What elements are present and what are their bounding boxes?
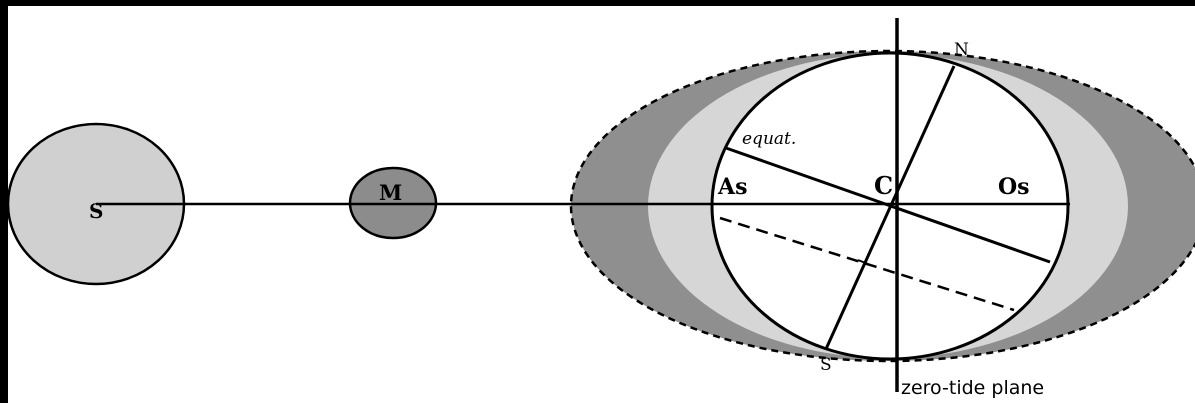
zero-tide-plane-label: zero-tide plane <box>901 377 1044 399</box>
sublunar-bulge-label: As <box>717 174 747 200</box>
diagram-panel: S M C N S equat. As Os zero-tide plane <box>8 6 1195 403</box>
sun-label: S <box>89 199 103 223</box>
south-pole-label: S <box>820 355 832 375</box>
antipodal-bulge-label: Os <box>998 174 1030 200</box>
center-label: C <box>874 171 893 200</box>
equator-label: equat. <box>742 129 796 149</box>
tidal-bulge-diagram: S M C N S equat. As Os zero-tide plane <box>8 6 1195 403</box>
north-pole-label: N <box>954 40 969 60</box>
moon-label: M <box>379 180 402 205</box>
